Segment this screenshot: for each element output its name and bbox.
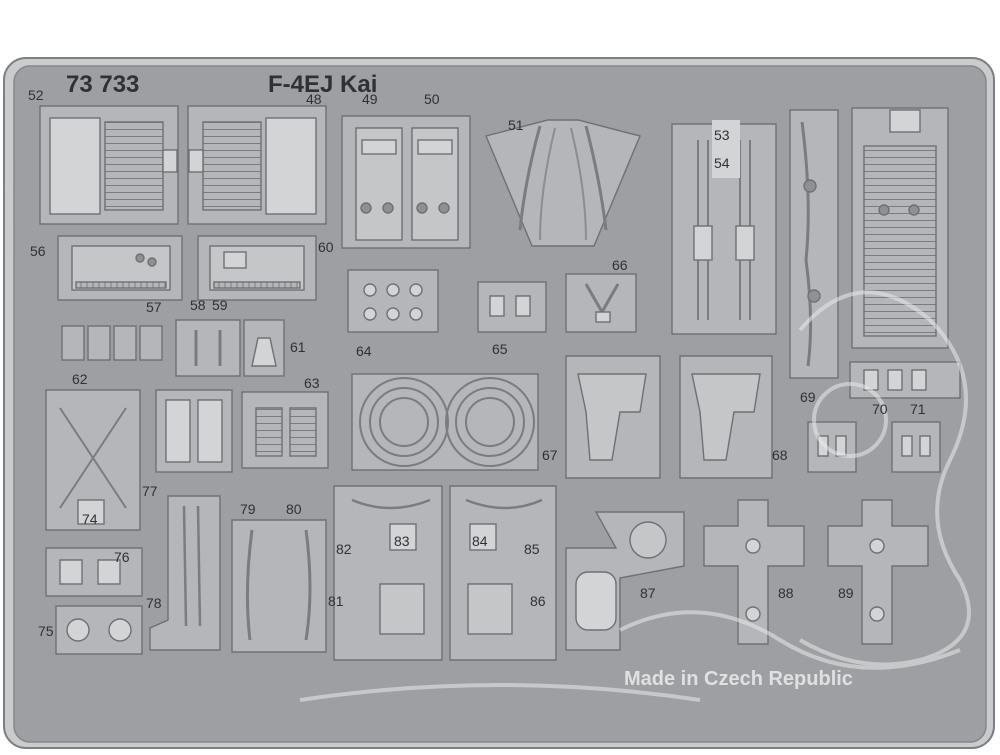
part-number-label: 74 (82, 511, 98, 527)
part-66 (477, 281, 547, 333)
part-number-label: 66 (612, 257, 628, 273)
part-79 (149, 495, 221, 651)
part-number-label: 68 (772, 447, 788, 463)
part-number-label: 61 (290, 339, 306, 355)
part-89-right (827, 499, 929, 645)
part-number-label: 58 (190, 297, 206, 313)
part-number-label: 71 (910, 401, 926, 417)
part-64 (347, 269, 439, 333)
part-number-label: 63 (304, 375, 320, 391)
part-61 (243, 319, 285, 377)
part-number-label: 77 (142, 483, 158, 499)
part-number-label: 56 (30, 243, 46, 259)
part-69 (679, 355, 773, 479)
part-middle-left (155, 389, 233, 473)
part-number-label: 86 (530, 593, 546, 609)
part-62 (61, 325, 163, 361)
part-82-84 (333, 485, 443, 661)
part-75-78 (45, 389, 141, 531)
part-number-label: 65 (492, 341, 508, 357)
part-number-label: 82 (336, 541, 352, 557)
part-65 (351, 373, 539, 471)
part-number-label: 88 (778, 585, 794, 601)
part-number-label: 84 (472, 533, 488, 549)
part-number-label: 53 (714, 127, 730, 143)
part-58-59 (175, 319, 241, 377)
part-49-50 (341, 115, 471, 249)
part-number-label: 50 (424, 91, 440, 107)
part-number-label: 85 (524, 541, 540, 557)
part-number-label: 54 (714, 155, 730, 171)
part-number-label: 60 (318, 239, 334, 255)
part-number-label: 89 (838, 585, 854, 601)
part-60 (197, 235, 317, 301)
dragon-watermark-icon (299, 290, 971, 702)
part-67 (565, 273, 637, 333)
part-number-label: 76 (114, 549, 130, 565)
part-85-87 (449, 485, 557, 661)
part-number-label: 79 (240, 501, 256, 517)
part-number-label: 69 (800, 389, 816, 405)
part-number-labels: 48 49 50 51 52 53 54 56 57 58 59 60 61 62 63 64 65 66 67 68… (28, 87, 926, 639)
part-number-label: 48 (306, 91, 322, 107)
part-number-label: 78 (146, 595, 162, 611)
part-number-label: 75 (38, 623, 54, 639)
part-number-label: 80 (286, 501, 302, 517)
part-77 (45, 547, 143, 597)
part-89-left (703, 499, 805, 645)
footer-text: Made in Czech Republic (624, 668, 853, 690)
part-68 (565, 355, 661, 479)
part-70 (789, 109, 839, 379)
parts-group (39, 105, 961, 661)
part-number-label: 51 (508, 117, 524, 133)
part-right-console (851, 107, 949, 349)
part-76 (55, 605, 143, 655)
part-number-label: 83 (394, 533, 410, 549)
part-number-label: 64 (356, 343, 372, 359)
part-56-57 (57, 235, 183, 301)
part-63 (241, 391, 329, 469)
product-code: 73 733 (66, 71, 139, 98)
part-48 (187, 105, 327, 225)
sheet-title: F-4EJ Kai (268, 71, 377, 98)
part-51 (485, 119, 641, 247)
part-number-label: 59 (212, 297, 228, 313)
part-71-74 (849, 361, 961, 399)
part-number-label: 62 (72, 371, 88, 387)
part-80-81 (231, 519, 327, 653)
part-52 (39, 105, 179, 225)
part-88 (565, 511, 685, 651)
part-number-label: 81 (328, 593, 344, 609)
part-number-label: 49 (362, 91, 378, 107)
part-number-label: 67 (542, 447, 558, 463)
part-53-54 (671, 120, 777, 335)
part-number-label: 87 (640, 585, 656, 601)
part-number-label: 70 (872, 401, 888, 417)
part-number-label: 52 (28, 87, 44, 103)
part-number-label: 57 (146, 299, 162, 315)
